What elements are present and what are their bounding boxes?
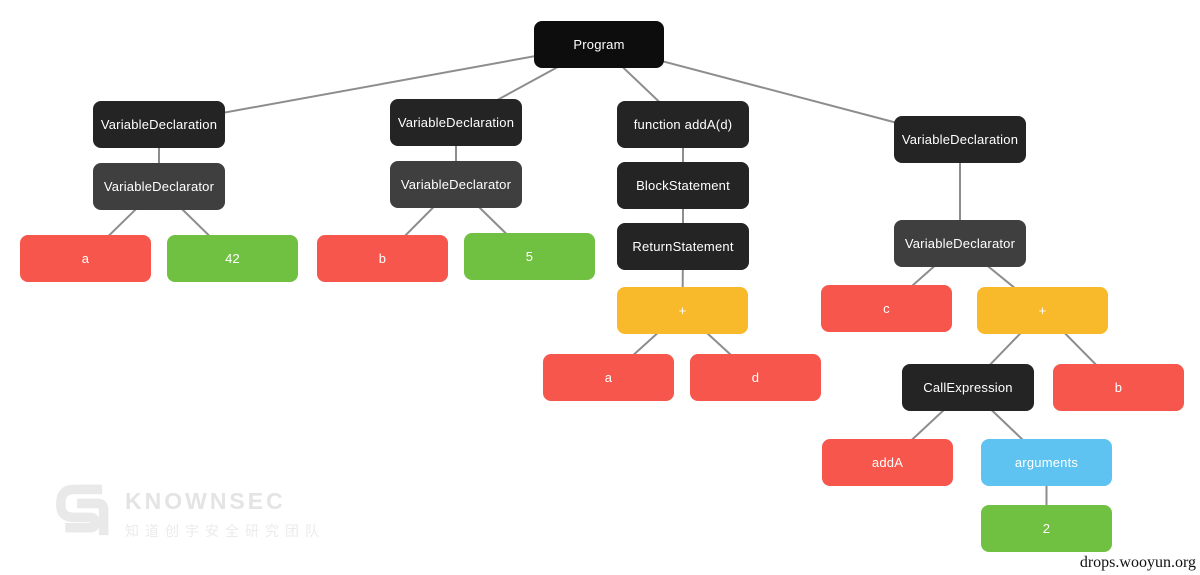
knownsec-logo-icon (56, 484, 109, 536)
tree-node-var-decl-1: VariableDeclaration (93, 101, 225, 148)
tree-node-var-decl-3: VariableDeclaration (894, 116, 1026, 163)
tree-node-ident-c: c (821, 285, 952, 332)
edge-program--var-decl-1 (158, 43, 600, 126)
tree-node-call-expr: CallExpression (902, 364, 1034, 411)
tree-node-block-stmt: BlockStatement (617, 162, 749, 209)
tree-node-func-addA: function addA(d) (617, 101, 749, 148)
tree-node-program: Program (534, 21, 664, 68)
tree-node-literal-42: 42 (167, 235, 298, 282)
tree-node-return-stmt: ReturnStatement (617, 223, 749, 270)
tree-node-binary-plus-1: + (617, 287, 748, 334)
watermark-subtitle: 知道创宇安全研究团队 (125, 523, 325, 539)
tree-node-literal-2: 2 (981, 505, 1112, 552)
watermark-brand: KNOWNSEC (125, 488, 286, 514)
tree-node-ident-b-2: b (1053, 364, 1184, 411)
tree-node-ident-d: d (690, 354, 821, 401)
tree-node-ident-a-2: a (543, 354, 674, 401)
tree-node-var-declarator-1: VariableDeclarator (93, 163, 225, 210)
tree-node-arguments: arguments (981, 439, 1112, 486)
watermark-text: KNOWNSEC 知道创宇安全研究团队 (125, 483, 325, 541)
credit-text: drops.wooyun.org (1079, 554, 1196, 571)
tree-node-var-declarator-2: VariableDeclarator (390, 161, 522, 208)
tree-node-ident-addA: addA (822, 439, 953, 486)
tree-node-var-decl-2: VariableDeclaration (390, 99, 522, 146)
knownsec-watermark: KNOWNSEC 知道创宇安全研究团队 (55, 483, 325, 543)
tree-node-var-declarator-3: VariableDeclarator (894, 220, 1026, 267)
tree-node-binary-plus-2: + (977, 287, 1108, 334)
tree-node-ident-b-1: b (317, 235, 448, 282)
tree-node-literal-5: 5 (464, 233, 595, 280)
tree-node-ident-a-1: a (20, 235, 151, 282)
